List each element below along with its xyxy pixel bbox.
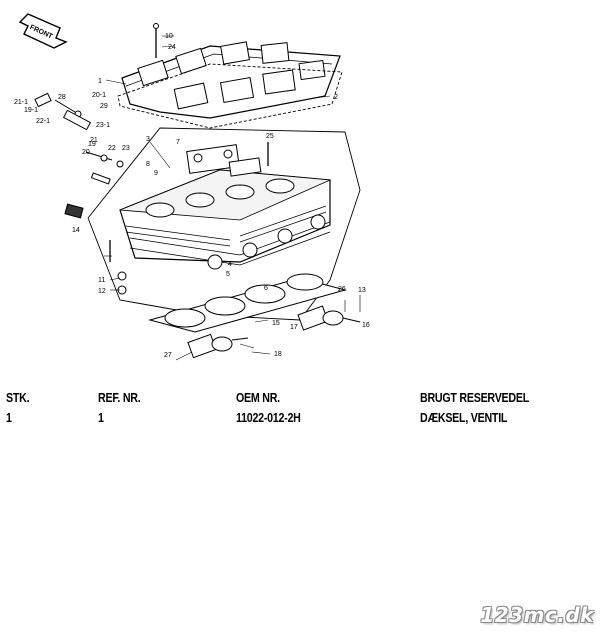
callout-1: 1 (98, 78, 102, 85)
cell-part: DÆKSEL, VENTIL (420, 410, 508, 425)
callout-25: 25 (266, 133, 274, 140)
callout-20-1: 20-1 (92, 92, 106, 99)
callout-9: 9 (154, 170, 158, 177)
callout-17: 17 (290, 324, 298, 331)
callout-14: 14 (72, 227, 80, 234)
intake-holder-left (187, 333, 249, 359)
leader-lines (104, 35, 361, 361)
callout-6: 6 (264, 285, 268, 292)
callout-12: 12 (98, 288, 106, 295)
callout-22: 22 (108, 145, 116, 152)
callout-23-1: 23-1 (96, 122, 110, 129)
front-arrow-icon: FRONT (18, 13, 68, 49)
header-part: BRUGT RESERVEDEL (420, 390, 530, 405)
table-row: 1 1 11022-012-2H DÆKSEL, VENTIL (6, 410, 596, 430)
callout-22-1: 22-1 (36, 118, 50, 125)
callout-2: 2 (334, 94, 338, 101)
callout-13: 13 (358, 287, 366, 294)
callout-3: 3 (146, 136, 150, 143)
parts-table: STK. REF. NR. OEM NR. BRUGT RESERVEDEL 1… (6, 390, 596, 430)
head-gasket (148, 273, 347, 333)
header-oem: OEM NR. (236, 390, 280, 405)
intake-holder-right (297, 305, 361, 331)
header-stk: STK. (6, 390, 30, 405)
callout-18: 18 (274, 351, 282, 358)
callout-26: 26 (338, 286, 346, 293)
callout-24: 24 (168, 44, 176, 51)
valve-cover (121, 23, 341, 119)
cell-oem: 11022-012-2H (236, 410, 301, 425)
assembly-boundary (87, 127, 361, 321)
callout-7: 7 (176, 139, 180, 146)
callout-27: 27 (164, 352, 172, 359)
exploded-parts-diagram: FRONT (14, 13, 370, 361)
cell-stk: 1 (6, 410, 12, 425)
header-ref: REF. NR. (98, 390, 141, 405)
callout-21-1: 21-1 (14, 99, 28, 106)
cell-ref: 1 (98, 410, 104, 425)
cylinder-head (119, 144, 332, 270)
callout-15: 15 (272, 320, 280, 327)
callout-5: 5 (226, 271, 230, 278)
callout-20: 20 (82, 149, 90, 156)
callout-21: 21 (90, 137, 98, 144)
callout-10: 10 (165, 33, 173, 40)
small-parts-left (34, 92, 269, 295)
callout-29: 29 (100, 103, 108, 110)
callout-23: 23 (122, 145, 130, 152)
valve-cover-gasket (117, 63, 343, 129)
callout-11: 11 (98, 277, 105, 284)
callout-4: 4 (228, 261, 232, 268)
table-header-row: STK. REF. NR. OEM NR. BRUGT RESERVEDEL (6, 390, 596, 410)
callout-19-1: 19-1 (24, 107, 38, 114)
callout-8: 8 (146, 161, 150, 168)
callout-19: 19 (88, 141, 96, 148)
callout-28: 28 (58, 94, 66, 101)
callout-16: 16 (362, 322, 370, 329)
watermark-logo: 123mc.dk (480, 603, 594, 627)
